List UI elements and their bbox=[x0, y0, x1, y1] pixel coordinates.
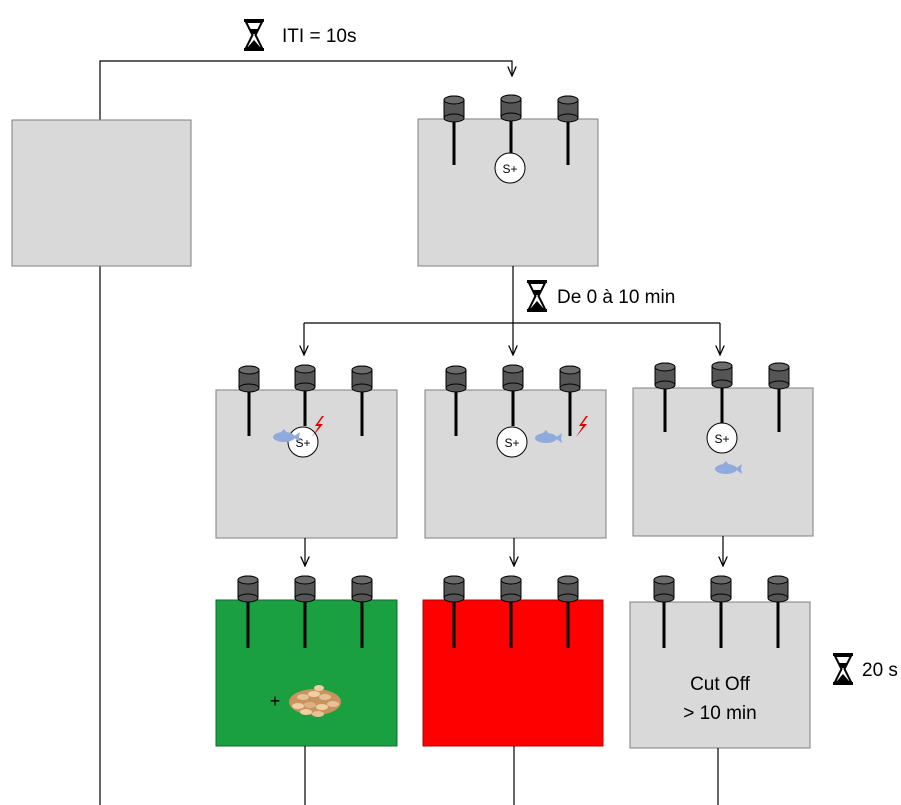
chamber-box-response-error: S+ bbox=[424, 364, 607, 539]
food-pellets-icon bbox=[289, 685, 341, 717]
lever-icon bbox=[711, 361, 733, 389]
lever-icon bbox=[351, 365, 373, 393]
hourglass-icon bbox=[832, 652, 854, 686]
lever-icon bbox=[238, 365, 260, 393]
outcome-connectors bbox=[305, 536, 723, 566]
lever-icon bbox=[294, 364, 316, 392]
lever-icon bbox=[557, 575, 579, 603]
hourglass-icon bbox=[243, 18, 265, 52]
outcome-box-error bbox=[422, 575, 604, 747]
lever-icon bbox=[710, 575, 732, 603]
chamber-box-stimulus: S+ bbox=[417, 94, 599, 267]
chamber-box-initial bbox=[11, 119, 192, 267]
lever-icon bbox=[294, 575, 316, 603]
lever-icon bbox=[351, 575, 373, 603]
chamber-box-response-correct: S+ bbox=[215, 364, 398, 539]
outcome-box-cutoff: Cut Off > 10 min bbox=[629, 575, 811, 749]
lever-icon bbox=[443, 575, 465, 603]
lever-icon bbox=[500, 575, 522, 603]
stimulus-label: S+ bbox=[504, 436, 519, 450]
cutoff-label-line1: Cut Off bbox=[690, 674, 751, 695]
lever-icon bbox=[557, 95, 579, 123]
cutoff-label-line2: > 10 min bbox=[683, 703, 756, 724]
return-connectors bbox=[304, 746, 719, 805]
chamber-box-response-omission: S+ bbox=[632, 361, 814, 537]
lever-icon bbox=[445, 365, 467, 393]
hourglass-icon bbox=[526, 279, 548, 313]
lever-icon bbox=[559, 365, 581, 393]
stimulus-label: S+ bbox=[502, 162, 517, 176]
lever-icon bbox=[443, 95, 465, 123]
lever-icon bbox=[767, 575, 789, 603]
delay-label: De 0 à 10 min bbox=[557, 287, 675, 308]
lever-icon bbox=[502, 364, 524, 392]
lever-icon bbox=[237, 575, 259, 603]
outcome-box-reward: + bbox=[215, 575, 398, 747]
timeout-label: 20 s bbox=[862, 660, 898, 681]
lever-icon bbox=[500, 94, 522, 122]
stimulus-label: S+ bbox=[714, 432, 729, 446]
plus-label: + bbox=[270, 691, 281, 711]
delay-connector bbox=[304, 266, 720, 355]
lever-icon bbox=[768, 362, 790, 390]
lever-icon bbox=[653, 575, 675, 603]
iti-connector bbox=[99, 60, 512, 805]
lever-icon bbox=[654, 362, 676, 390]
iti-label: ITI = 10s bbox=[282, 26, 356, 47]
